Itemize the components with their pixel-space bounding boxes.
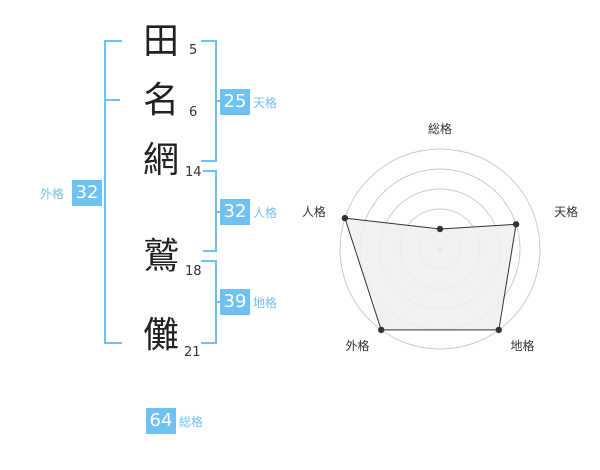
chikaku-badge: 39: [220, 289, 250, 315]
name-char-4: 鷲: [142, 236, 179, 277]
radar-point-0: [436, 225, 444, 233]
name-char-1: 田: [142, 21, 179, 62]
stroke-count-2: 6: [189, 105, 198, 120]
chikaku-bracket-tick: [215, 301, 221, 303]
tenkaku-bracket-tick: [215, 100, 221, 102]
soukaku-label: 総格: [179, 415, 204, 429]
gaikaku-bracket-tick: [104, 99, 120, 101]
stroke-count-5: 21: [184, 345, 201, 360]
name-char-5: 儺: [142, 315, 179, 356]
radar-axis-label-2: 地格: [511, 338, 535, 353]
jinkaku-label: 人格: [253, 206, 278, 220]
radar-axis-label-1: 天格: [554, 204, 578, 219]
stroke-count-4: 18: [185, 264, 202, 279]
radar-axis-label-3: 外格: [345, 338, 369, 353]
gaikaku-bracket: [104, 40, 122, 344]
name-char-2: 名: [142, 80, 179, 121]
chikaku-label: 地格: [253, 296, 278, 310]
radar-point-3: [378, 326, 385, 334]
stroke-count-1: 5: [189, 43, 198, 58]
radar-ring-5: [339, 148, 541, 350]
radar-point-1: [512, 221, 520, 228]
gaikaku-badge: 32: [72, 180, 102, 206]
jinkaku-bracket-tick: [215, 211, 221, 213]
gaikaku-label: 外格: [40, 187, 65, 201]
radar-points: [341, 214, 520, 334]
radar-area: [344, 217, 517, 331]
radar-axis-label-4: 人格: [302, 204, 326, 219]
radar-point-2: [495, 326, 502, 334]
jinkaku-badge: 32: [220, 199, 250, 225]
tenkaku-badge: 25: [220, 89, 250, 115]
radar-axis-label-0: 総格: [428, 121, 452, 136]
name-char-3: 網: [142, 140, 179, 181]
tenkaku-label: 天格: [253, 96, 278, 110]
radar-point-4: [341, 214, 349, 222]
stroke-count-3: 14: [185, 165, 202, 180]
soukaku-badge: 64: [146, 408, 176, 434]
